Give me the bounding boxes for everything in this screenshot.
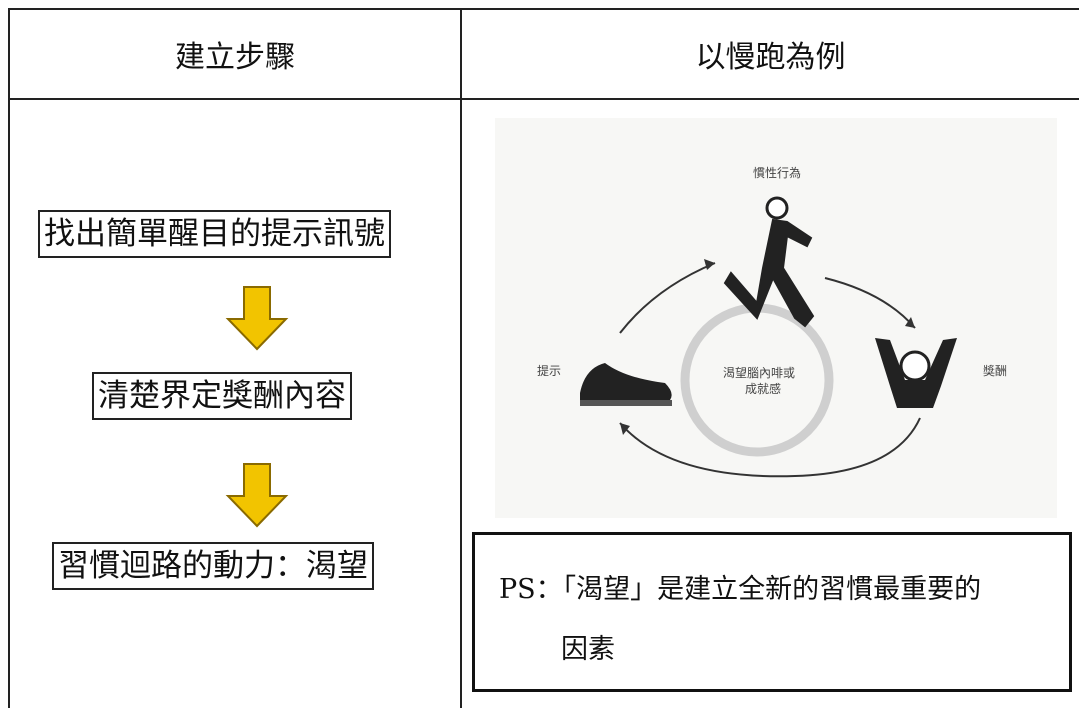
figure-label-habit: 慣性行為 xyxy=(753,166,802,180)
table-left-border xyxy=(8,8,10,708)
down-arrow-icon xyxy=(225,463,289,528)
note-line-2: 因素 xyxy=(561,634,615,665)
down-arrow-icon xyxy=(225,286,289,351)
header-example: 以慢跑為例 xyxy=(695,40,846,75)
table-column-divider xyxy=(460,8,462,708)
figure-label-cue: 提示 xyxy=(537,364,562,378)
step-cue: 找出簡單醒目的提示訊號 xyxy=(38,210,391,258)
runner-icon xyxy=(723,196,815,328)
habit-loop-figure: 慣性行為 提示 獎酬 渴望腦內啡或 成就感 xyxy=(495,118,1057,518)
note-line-1: PS：「渴望」是建立全新的習慣最重要的 xyxy=(499,574,982,605)
shoe-icon xyxy=(580,363,672,406)
figure-label-craving: 渴望腦內啡或 xyxy=(723,366,796,380)
step-craving: 習慣迴路的動力：渴望 xyxy=(52,542,374,590)
habit-loop-illustration xyxy=(580,196,957,478)
step-reward: 清楚界定獎酬內容 xyxy=(92,372,352,420)
figure-label-reward: 獎酬 xyxy=(983,364,1008,378)
table-header-divider xyxy=(8,98,1079,100)
figure-label-craving-2: 成就感 xyxy=(745,382,782,396)
table-top-border xyxy=(8,8,1079,10)
header-steps: 建立步驟 xyxy=(175,40,295,75)
cheering-person-icon xyxy=(875,338,957,408)
note-box: PS：「渴望」是建立全新的習慣最重要的 因素 xyxy=(472,532,1072,692)
